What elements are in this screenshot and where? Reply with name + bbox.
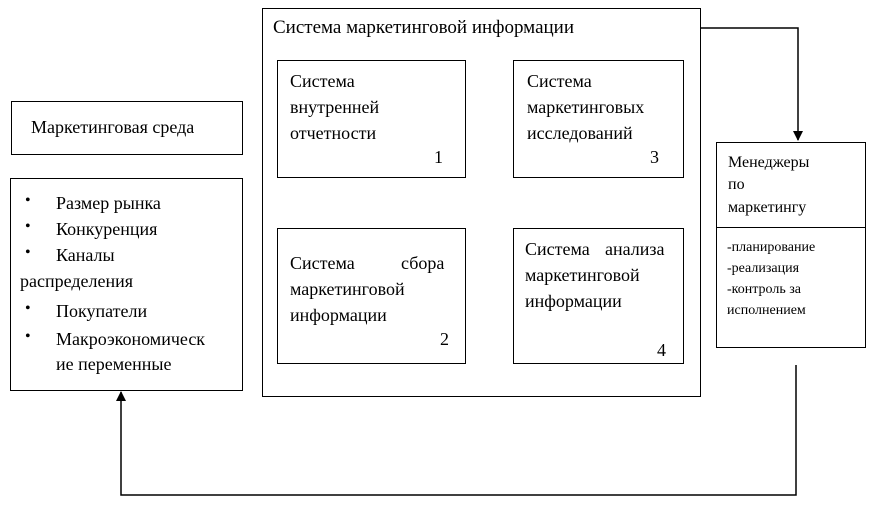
environment-item-continuation: распределения bbox=[20, 271, 134, 291]
managers-task: исполнением bbox=[727, 303, 806, 318]
information-analysis-line: Система bbox=[525, 239, 590, 259]
bullet-icon: • bbox=[25, 328, 31, 345]
marketing-research-line: маркетинговых bbox=[527, 97, 645, 117]
environment-title: Маркетинговая среда bbox=[31, 117, 195, 137]
marketing-research-line: Система bbox=[527, 71, 592, 91]
internal-reporting-line: отчетности bbox=[290, 123, 377, 143]
managers-line: маркетингу bbox=[728, 199, 807, 216]
system-title: Система маркетинговой информации bbox=[273, 17, 575, 38]
information-analysis-line: информации bbox=[525, 291, 622, 311]
information-analysis-line: маркетинговой bbox=[525, 265, 640, 285]
internal-reporting-number: 1 bbox=[434, 147, 443, 167]
data-collection-line: Система bbox=[290, 253, 355, 273]
data-collection-number: 2 bbox=[440, 329, 449, 349]
managers-box bbox=[716, 142, 866, 228]
marketing-research-number: 3 bbox=[650, 147, 659, 167]
information-analysis-number: 4 bbox=[657, 340, 666, 360]
data-collection-line: сбора bbox=[401, 253, 445, 273]
environment-item: Размер рынка bbox=[56, 193, 161, 213]
environment-item: Каналы bbox=[56, 245, 115, 265]
marketing-research-box bbox=[513, 60, 684, 178]
environment-item: Конкуренция bbox=[56, 219, 158, 239]
bullet-icon: • bbox=[25, 300, 31, 317]
bullet-icon: • bbox=[25, 244, 31, 261]
managers-task: -контроль за bbox=[727, 282, 801, 297]
environment-item: Макроэкономическ bbox=[56, 329, 206, 349]
bullet-icon: • bbox=[25, 218, 31, 235]
data-collection-box bbox=[277, 228, 466, 364]
environment-item: Покупатели bbox=[56, 301, 148, 321]
environment-item-continuation: ие переменные bbox=[56, 354, 172, 374]
internal-reporting-line: внутренней bbox=[290, 97, 380, 117]
internal-reporting-line: Система bbox=[290, 71, 355, 91]
managers-line: Менеджеры bbox=[728, 154, 810, 171]
managers-task: -планирование bbox=[727, 240, 816, 255]
arrow-system-to-managers bbox=[700, 27, 803, 141]
information-analysis-box bbox=[513, 228, 684, 364]
data-collection-line: информации bbox=[290, 305, 387, 325]
information-analysis-line: анализа bbox=[605, 239, 665, 259]
bullet-icon: • bbox=[25, 192, 31, 209]
environment-title-box bbox=[11, 101, 243, 155]
feedback-arrow-managers-to-environment bbox=[116, 365, 797, 496]
managers-task: -реализация bbox=[727, 261, 800, 276]
data-collection-line: маркетинговой bbox=[290, 279, 405, 299]
marketing-research-line: исследований bbox=[527, 123, 633, 143]
managers-line: по bbox=[728, 176, 745, 193]
managers-tasks-box bbox=[716, 227, 866, 348]
environment-list-box bbox=[10, 178, 243, 391]
internal-reporting-box bbox=[277, 60, 466, 178]
